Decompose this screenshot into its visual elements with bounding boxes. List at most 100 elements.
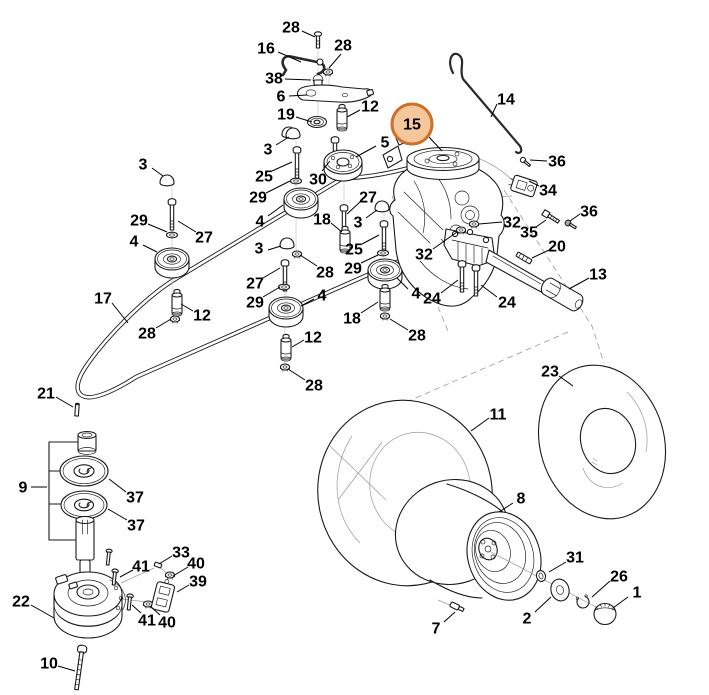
- part-label-21[interactable]: 21: [37, 386, 55, 403]
- part-label-12[interactable]: 12: [361, 99, 379, 116]
- clutch-assembly-drawing: [48, 402, 176, 691]
- axle-coupler: [540, 277, 584, 312]
- part-label-35[interactable]: 35: [520, 225, 538, 242]
- screw-36a: [519, 156, 532, 168]
- part-label-40[interactable]: 40: [187, 556, 205, 573]
- part-label-10[interactable]: 10: [40, 656, 58, 673]
- part-label-28[interactable]: 28: [305, 378, 323, 395]
- leader-line: [30, 604, 55, 619]
- part-label-12[interactable]: 12: [193, 308, 211, 325]
- part-label-41[interactable]: 41: [132, 559, 150, 576]
- part-label-7[interactable]: 7: [432, 621, 441, 638]
- group-bracket-9: [48, 441, 79, 541]
- part-label-36[interactable]: 36: [580, 204, 598, 221]
- part-label-13[interactable]: 13: [589, 267, 607, 284]
- part-label-24[interactable]: 24: [423, 291, 441, 308]
- leader-line: [299, 254, 318, 267]
- part-label-27[interactable]: 27: [246, 276, 264, 293]
- part-label-11[interactable]: 11: [490, 407, 507, 424]
- part-label-3[interactable]: 3: [354, 215, 363, 232]
- leader-line: [535, 219, 547, 228]
- part-label-25[interactable]: 25: [255, 169, 273, 186]
- part-label-26[interactable]: 26: [610, 569, 628, 586]
- part-label-37[interactable]: 37: [127, 518, 145, 535]
- part-label-4[interactable]: 4: [318, 288, 327, 305]
- leader-line: [480, 284, 498, 298]
- part-label-9[interactable]: 9: [19, 480, 28, 497]
- part-label-4[interactable]: 4: [256, 214, 265, 231]
- part-label-30[interactable]: 30: [309, 172, 327, 189]
- part-label-38[interactable]: 38: [265, 71, 283, 88]
- part-label-15[interactable]: 15: [403, 117, 421, 134]
- snap-ring-26: [575, 594, 590, 609]
- part-label-27[interactable]: 27: [195, 230, 213, 247]
- leader-line: [149, 605, 161, 616]
- part-label-28[interactable]: 28: [334, 38, 352, 55]
- leader-line: [470, 417, 490, 432]
- leader-line: [119, 569, 134, 578]
- leader-line: [284, 78, 312, 81]
- part-label-2[interactable]: 2: [523, 611, 532, 628]
- leader-line: [291, 339, 305, 348]
- part-label-28[interactable]: 28: [282, 20, 300, 37]
- part-label-6[interactable]: 6: [277, 89, 286, 106]
- leader-line: [490, 103, 498, 118]
- shift-rod: [449, 52, 523, 155]
- part-label-37[interactable]: 37: [126, 490, 144, 507]
- part-label-28[interactable]: 28: [316, 265, 334, 282]
- part-label-25[interactable]: 25: [345, 242, 363, 259]
- leader-line: [172, 566, 189, 577]
- part-label-4[interactable]: 4: [130, 234, 139, 251]
- part-label-36[interactable]: 36: [548, 154, 566, 171]
- part-label-32[interactable]: 32: [415, 247, 433, 264]
- roll-pin: [515, 251, 533, 265]
- part-label-40[interactable]: 40: [158, 615, 176, 632]
- part-label-12[interactable]: 12: [304, 330, 322, 347]
- part-label-3[interactable]: 3: [264, 142, 273, 159]
- highlight-circle[interactable]: [390, 102, 434, 146]
- part-label-39[interactable]: 39: [189, 574, 207, 591]
- clutch-shaft: [75, 515, 95, 577]
- part-label-5[interactable]: 5: [381, 135, 390, 152]
- part-label-33[interactable]: 33: [172, 545, 190, 562]
- part-label-17[interactable]: 17: [94, 291, 112, 308]
- valve-stem: [449, 601, 465, 612]
- part-label-28[interactable]: 28: [138, 326, 156, 343]
- leader-line: [155, 318, 172, 329]
- bolt-10: [74, 644, 88, 691]
- leader-line: [432, 231, 458, 250]
- part-label-16[interactable]: 16: [257, 41, 275, 58]
- part-label-29[interactable]: 29: [246, 295, 264, 312]
- part-label-24[interactable]: 24: [498, 295, 516, 312]
- leader-line: [330, 222, 343, 233]
- part-label-32[interactable]: 32: [503, 215, 521, 232]
- part-label-27[interactable]: 27: [359, 190, 377, 207]
- part-label-22[interactable]: 22: [12, 594, 30, 611]
- axle-hardware-drawing: [437, 550, 617, 626]
- part-label-29[interactable]: 29: [249, 190, 267, 207]
- part-label-4[interactable]: 4: [412, 286, 421, 303]
- part-label-29[interactable]: 29: [130, 213, 148, 230]
- leader-line: [267, 204, 284, 217]
- part-label-20[interactable]: 20: [548, 239, 566, 256]
- part-label-19[interactable]: 19: [277, 107, 295, 124]
- part-label-23[interactable]: 23: [541, 364, 559, 381]
- leader-line: [548, 561, 567, 573]
- part-label-18[interactable]: 18: [313, 212, 331, 229]
- part-label-29[interactable]: 29: [344, 261, 362, 278]
- idler-stack-mid-lower: [268, 259, 304, 372]
- part-label-18[interactable]: 18: [343, 311, 361, 328]
- part-label-28[interactable]: 28: [408, 328, 426, 345]
- leader-line: [440, 279, 459, 294]
- part-label-34[interactable]: 34: [539, 183, 557, 200]
- part-label-41[interactable]: 41: [138, 613, 156, 630]
- part-label-14[interactable]: 14: [497, 92, 515, 109]
- leader-line: [111, 302, 129, 324]
- leader-line: [177, 220, 197, 233]
- part-label-8[interactable]: 8: [517, 491, 526, 508]
- part-label-31[interactable]: 31: [566, 550, 584, 567]
- part-label-1[interactable]: 1: [633, 585, 642, 602]
- leader-line: [287, 368, 306, 381]
- part-label-3[interactable]: 3: [139, 157, 148, 174]
- part-label-3[interactable]: 3: [255, 241, 264, 258]
